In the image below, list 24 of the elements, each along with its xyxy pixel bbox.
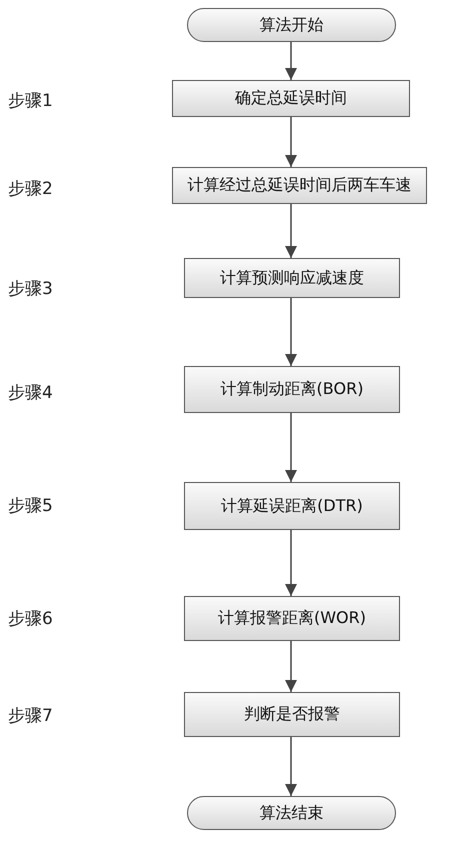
process-box: 计算制动距离(BOR) bbox=[184, 366, 400, 413]
process-box: 计算预测响应减速度 bbox=[184, 258, 400, 298]
step-label: 步骤3 bbox=[8, 278, 53, 300]
step-label: 步骤1 bbox=[8, 90, 53, 112]
step-label: 步骤6 bbox=[8, 608, 53, 630]
step-label: 步骤5 bbox=[8, 495, 53, 517]
process-box: 判断是否报警 bbox=[184, 692, 400, 737]
arrow bbox=[285, 117, 297, 167]
arrow bbox=[285, 737, 297, 796]
terminal-box: 算法结束 bbox=[187, 796, 396, 830]
step-label: 步骤2 bbox=[8, 178, 53, 200]
step-label: 步骤7 bbox=[8, 705, 53, 727]
process-box: 计算延误距离(DTR) bbox=[184, 482, 400, 530]
arrow bbox=[285, 42, 297, 80]
process-box: 计算报警距离(WOR) bbox=[184, 596, 400, 641]
step-label: 步骤4 bbox=[8, 382, 53, 404]
arrow bbox=[285, 413, 297, 482]
arrow bbox=[285, 530, 297, 596]
arrow bbox=[285, 298, 297, 366]
arrow bbox=[285, 204, 297, 258]
process-box: 计算经过总延误时间后两车车速 bbox=[172, 167, 427, 204]
terminal-box: 算法开始 bbox=[187, 8, 396, 42]
process-box: 确定总延误时间 bbox=[172, 80, 410, 117]
arrow bbox=[285, 641, 297, 692]
